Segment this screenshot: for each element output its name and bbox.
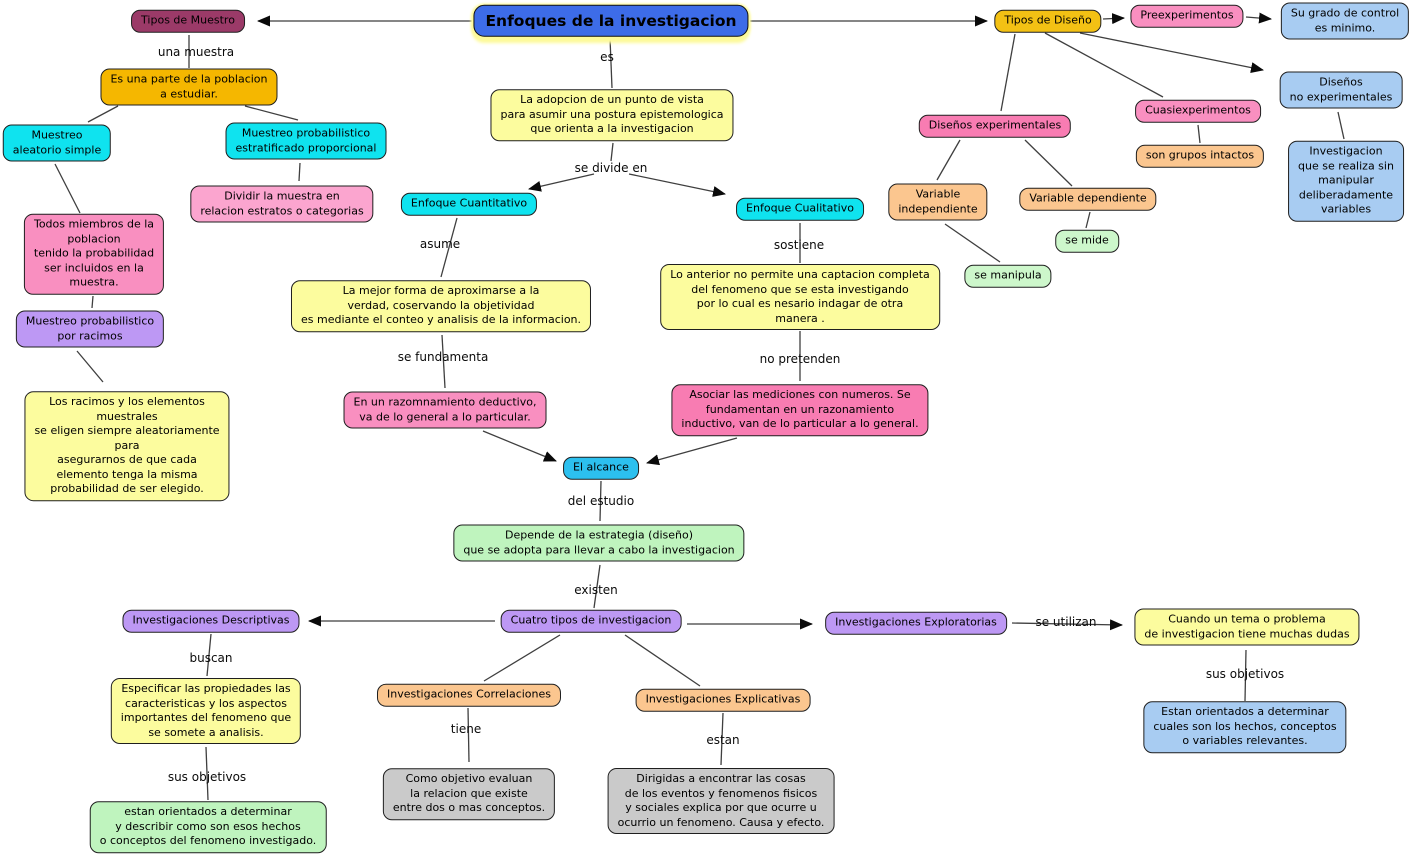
node-asociar-mediciones[interactable]: Asociar las mediciones con numeros. Se f… — [671, 384, 929, 436]
node-lo-anterior[interactable]: Lo anterior no permite una captacion com… — [660, 263, 940, 331]
node-es-una-parte[interactable]: Es una parte de la poblacion a estudiar. — [100, 68, 278, 106]
link-label-sus-objetivos-der[interactable]: sus objetivos — [1205, 667, 1285, 681]
link-label-se-utilizan[interactable]: se utilizan — [1035, 615, 1097, 629]
edge-cuasi-son-grupos — [1197, 124, 1201, 144]
node-se-manipula[interactable]: se manipula — [964, 264, 1052, 288]
edge-es-una-parte-estratificado — [244, 105, 299, 121]
node-su-grado-de-control[interactable]: Su grado de control es minimo. — [1280, 2, 1410, 40]
node-tipos-de-muestro[interactable]: Tipos de Muestro — [131, 9, 245, 33]
node-investigaciones-explicativas[interactable]: Investigaciones Explicativas — [635, 688, 811, 712]
node-tipos-de-diseno[interactable]: Tipos de Diseño — [994, 9, 1102, 33]
edge-exploratorias-cuando — [1011, 619, 1123, 631]
node-investigaciones-descriptivas[interactable]: Investigaciones Descriptivas — [122, 609, 300, 633]
edge-alcance-depende — [599, 480, 602, 522]
edge-racimos-los-racimos — [76, 350, 104, 383]
node-muestreo-por-racimos[interactable]: Muestreo probabilistico por racimos — [15, 310, 165, 348]
edge-todos-racimos — [91, 295, 94, 309]
node-disenos-no-experimentales[interactable]: Diseños no experimentales — [1279, 71, 1403, 109]
edge-correlaciones-como-objetivo — [467, 707, 470, 763]
node-razonamiento-deductivo[interactable]: En un razomnamiento deductivo, va de lo … — [343, 391, 547, 429]
edge-especificar-estan-izq — [205, 746, 209, 801]
edge-asociar-alcance — [646, 437, 738, 466]
node-depende-estrategia[interactable]: Depende de la estrategia (diseño) que se… — [453, 524, 745, 562]
link-label-existen[interactable]: existen — [574, 583, 618, 597]
edge-es-una-parte-aleatorio — [87, 105, 119, 123]
edge-tipos-diseno-cuasi — [1044, 32, 1164, 98]
edge-aleatorio-todos-miembros — [54, 163, 81, 214]
link-label-no-pretenden[interactable]: no pretenden — [759, 352, 841, 366]
node-muestreo-aleatorio-simple[interactable]: Muestreo aleatorio simple — [2, 124, 112, 162]
edge-experimentales-var-indep — [936, 139, 961, 181]
link-label-buscan[interactable]: buscan — [189, 651, 233, 665]
node-investigaciones-exploratorias[interactable]: Investigaciones Exploratorias — [825, 611, 1007, 635]
link-label-es[interactable]: es — [600, 50, 614, 64]
node-disenos-experimentales[interactable]: Diseños experimentales — [918, 114, 1072, 138]
edge-depende-cuatro-tipos — [593, 564, 601, 609]
node-investigaciones-correlaciones[interactable]: Investigaciones Correlaciones — [376, 683, 562, 707]
edge-estratificado-dividir — [298, 162, 301, 182]
node-los-racimos[interactable]: Los racimos y los elementos muestrales s… — [24, 391, 230, 501]
node-todos-miembros[interactable]: Todos miembros de la poblacion tenido la… — [23, 213, 165, 295]
edge-cuatro-explicativas — [624, 634, 701, 687]
node-el-alcance[interactable]: El alcance — [563, 456, 639, 480]
node-enfoque-cuantitativo[interactable]: Enfoque Cuantitativo — [400, 192, 538, 216]
edge-la-adopcion-divide — [610, 142, 614, 162]
edge-tipos-diseno-no-experimentales — [1079, 32, 1264, 74]
edge-titulo-la-adopcion — [609, 37, 613, 89]
link-label-una-muestra[interactable]: una muestra — [157, 45, 235, 59]
edge-mejor-forma-razonamiento — [441, 334, 446, 389]
link-label-asume[interactable]: asume — [419, 237, 461, 251]
node-son-grupos-intactos[interactable]: son grupos intactos — [1135, 144, 1265, 168]
edge-cuando-estan-der — [1244, 649, 1247, 702]
node-cuando-un-tema[interactable]: Cuando un tema o problema de investigaci… — [1134, 608, 1360, 646]
node-variable-independiente[interactable]: Variable independiente — [888, 183, 988, 221]
link-label-tiene[interactable]: tiene — [450, 722, 482, 736]
edge-no-exp-investigacion-sin — [1337, 111, 1345, 140]
node-estan-orientados-describir[interactable]: estan orientados a determinar y describi… — [89, 801, 327, 853]
node-investigacion-sin-manipular[interactable]: Investigacion que se realiza sin manipul… — [1288, 140, 1404, 222]
node-la-adopcion[interactable]: La adopcion de un punto de vista para as… — [490, 89, 734, 141]
node-enfoque-cualitativo[interactable]: Enfoque Cualitativo — [736, 197, 864, 221]
link-label-estan[interactable]: estan — [706, 733, 740, 747]
link-label-sostiene[interactable]: sostiene — [773, 238, 825, 252]
edge-divide-cualitativo — [628, 173, 726, 197]
node-dividir-la-muestra[interactable]: Dividir la muestra en relacion estratos … — [190, 185, 374, 223]
edge-var-dep-se-mide — [1085, 211, 1091, 229]
node-enfoques-de-la-investigacion[interactable]: Enfoques de la investigacion — [473, 4, 749, 38]
edge-descriptivas-especificar — [206, 633, 212, 677]
node-estan-orientados-determinar[interactable]: Estan orientados a determinar cuales son… — [1143, 701, 1347, 753]
link-label-sus-objetivos-izq[interactable]: sus objetivos — [167, 770, 247, 784]
edge-experimentales-var-dep — [1024, 139, 1073, 187]
edge-tipos-diseno-preexperimentos — [1102, 13, 1125, 25]
edge-preexperimentos-su-grado — [1245, 12, 1272, 24]
edge-cuantitativo-mejor-forma — [440, 217, 458, 278]
edge-razonamiento-alcance — [482, 430, 557, 462]
node-variable-dependiente[interactable]: Variable dependiente — [1019, 187, 1157, 211]
node-preexperimentos[interactable]: Preexperimentos — [1130, 4, 1244, 28]
edge-tipos-diseno-experimentales — [1000, 33, 1016, 112]
node-muestreo-estratificado[interactable]: Muestreo probabilistico estratificado pr… — [225, 122, 387, 160]
node-la-mejor-forma[interactable]: La mejor forma de aproximarse a la verda… — [290, 280, 592, 332]
node-cuasiexperimentos[interactable]: Cuasiexperimentos — [1135, 99, 1261, 123]
edge-explicativas-dirigidas — [720, 712, 724, 766]
edge-divide-cuantitativo — [528, 173, 595, 192]
node-dirigidas-a-encontrar[interactable]: Dirigidas a encontrar las cosas de los e… — [607, 767, 835, 835]
edge-var-indep-se-manipula — [944, 223, 1001, 263]
node-cuatro-tipos[interactable]: Cuatro tipos de investigacion — [500, 609, 682, 633]
node-se-mide[interactable]: se mide — [1055, 229, 1119, 253]
link-label-se-divide-en[interactable]: se divide en — [574, 161, 648, 175]
link-label-se-fundamenta[interactable]: se fundamenta — [397, 350, 489, 364]
node-como-objetivo[interactable]: Como objetivo evaluan la relacion que ex… — [382, 768, 556, 820]
node-especificar-propiedades[interactable]: Especificar las propiedades las caracter… — [110, 677, 302, 745]
edge-cuatro-correlaciones — [483, 634, 561, 682]
link-label-del-estudio[interactable]: del estudio — [567, 494, 635, 508]
